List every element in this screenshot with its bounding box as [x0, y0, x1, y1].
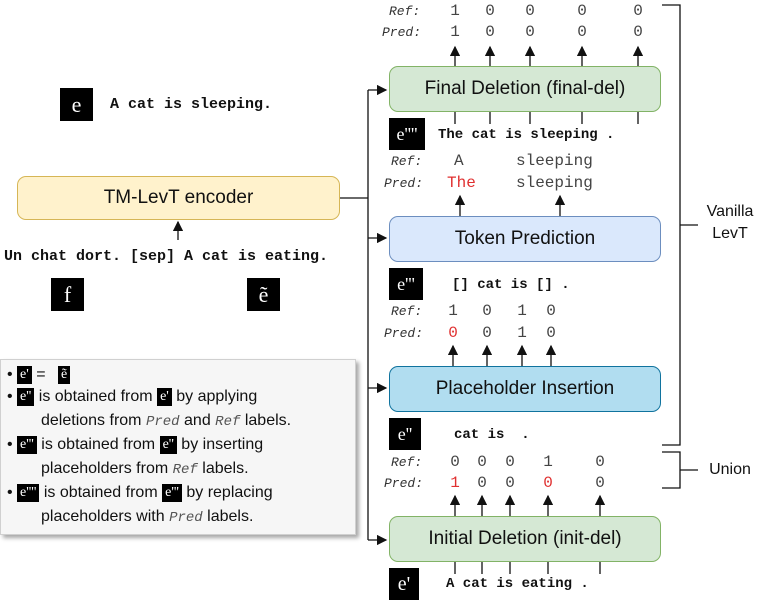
init-del-ref-0: 0 [450, 453, 460, 471]
init-del-ref-1: 0 [477, 453, 487, 471]
legend-item-2-cont: deletions from Pred and Ref labels. [41, 412, 292, 430]
placeholder-ref-0: 1 [448, 302, 458, 320]
badge-e-tilde: ẽ [247, 278, 280, 311]
final-deletion-label: Final Deletion (final-del) [424, 78, 626, 99]
final-del-pred-4: 0 [633, 23, 643, 41]
final-del-ref-4: 0 [633, 2, 643, 20]
badge-f: f [51, 278, 84, 311]
final-deletion-box: Final Deletion (final-del) [389, 66, 661, 112]
legend-item-4: • e'''' is obtained from e''' by replaci… [7, 484, 273, 502]
sequence-e3: [] cat is [] . [452, 277, 570, 293]
legend-badge-e1: e' [17, 366, 32, 384]
final-del-ref-label: Ref: [389, 4, 421, 19]
target-sentence: A cat is sleeping. [110, 96, 273, 113]
token-pred-ref-0: A [454, 152, 464, 170]
init-del-pred-label: Pred: [384, 476, 424, 491]
init-del-pred-0: 1 [450, 474, 460, 492]
placeholder-pred-label: Pred: [384, 326, 424, 341]
encoder-input: Un chat dort. [sep] A cat is eating. [4, 248, 329, 265]
token-pred-ref-label: Ref: [391, 154, 423, 169]
final-del-pred-3: 0 [577, 23, 587, 41]
legend-item-4-cont: placeholders with Pred labels. [41, 508, 254, 526]
init-del-pred-2: 0 [505, 474, 515, 492]
final-del-pred-2: 0 [525, 23, 535, 41]
badge-e: e [60, 88, 93, 121]
init-del-ref-label: Ref: [391, 455, 423, 470]
legend-item-3: • e''' is obtained from e'' by inserting [7, 436, 264, 454]
final-del-ref-1: 0 [485, 2, 495, 20]
final-del-pred-0: 1 [450, 23, 460, 41]
badge-e2: e'' [389, 418, 421, 450]
token-prediction-box: Token Prediction [389, 216, 661, 262]
final-del-ref-0: 1 [450, 2, 460, 20]
init-del-ref-2: 0 [505, 453, 515, 471]
final-del-ref-3: 0 [577, 2, 587, 20]
placeholder-pred-0: 0 [448, 324, 458, 342]
init-del-arrows [449, 494, 606, 574]
token-pred-ref-1: sleeping [516, 152, 593, 170]
legend-item-1: • e' = ẽ [7, 366, 71, 384]
placeholder-ref-2: 1 [517, 302, 527, 320]
placeholder-arrows [447, 344, 557, 366]
placeholder-pred-2: 1 [517, 324, 527, 342]
placeholder-pred-3: 0 [546, 324, 556, 342]
union-label: Union [709, 461, 751, 478]
tm-levt-encoder-box: TM-LevT encoder [17, 176, 340, 220]
sequence-e1: A cat is eating . [446, 576, 589, 592]
initial-deletion-label: Initial Deletion (init-del) [428, 528, 622, 549]
init-del-ref-3: 1 [543, 453, 553, 471]
init-del-ref-4: 0 [595, 453, 605, 471]
vanilla-bracket [662, 4, 681, 446]
union-bracket [662, 451, 681, 489]
final-del-ref-2: 0 [525, 2, 535, 20]
sequence-e4: The cat is sleeping . [438, 127, 615, 143]
placeholder-insertion-label: Placeholder Insertion [435, 378, 615, 399]
init-del-pred-1: 0 [477, 474, 487, 492]
placeholder-ref-1: 0 [482, 302, 492, 320]
token-pred-arrows [454, 194, 566, 216]
token-prediction-label: Token Prediction [454, 228, 596, 249]
final-del-arrows [449, 45, 644, 124]
legend-item-2: • e'' is obtained from e' by applying [7, 388, 258, 406]
sequence-e2: cat is . [454, 427, 530, 443]
encoder-label: TM-LevT encoder [103, 187, 254, 208]
token-pred-pred-0: The [447, 174, 476, 192]
final-del-pred-1: 0 [485, 23, 495, 41]
initial-deletion-box: Initial Deletion (init-del) [389, 516, 661, 562]
final-del-pred-label: Pred: [382, 25, 422, 40]
legend-item-3-cont: placeholders from Ref labels. [41, 460, 249, 478]
placeholder-ref-label: Ref: [391, 304, 423, 319]
badge-e3: e''' [389, 268, 423, 300]
token-pred-pred-1: sleeping [516, 174, 593, 192]
init-del-pred-4: 0 [595, 474, 605, 492]
legend-panel: • e' = ẽ • e'' is obtained from e' by ap… [0, 359, 356, 535]
legend-badge-e-tilde: ẽ [58, 366, 71, 384]
vanilla-levt-label: Vanilla LevT [706, 203, 754, 242]
token-pred-pred-label: Pred: [384, 176, 424, 191]
placeholder-pred-1: 0 [482, 324, 492, 342]
init-del-pred-3: 0 [543, 474, 553, 492]
encoder-to-modules-arrows [340, 84, 388, 546]
placeholder-ref-3: 0 [546, 302, 556, 320]
badge-e4: e'''' [389, 118, 425, 150]
placeholder-insertion-box: Placeholder Insertion [389, 366, 661, 412]
badge-e1: e' [389, 568, 419, 600]
